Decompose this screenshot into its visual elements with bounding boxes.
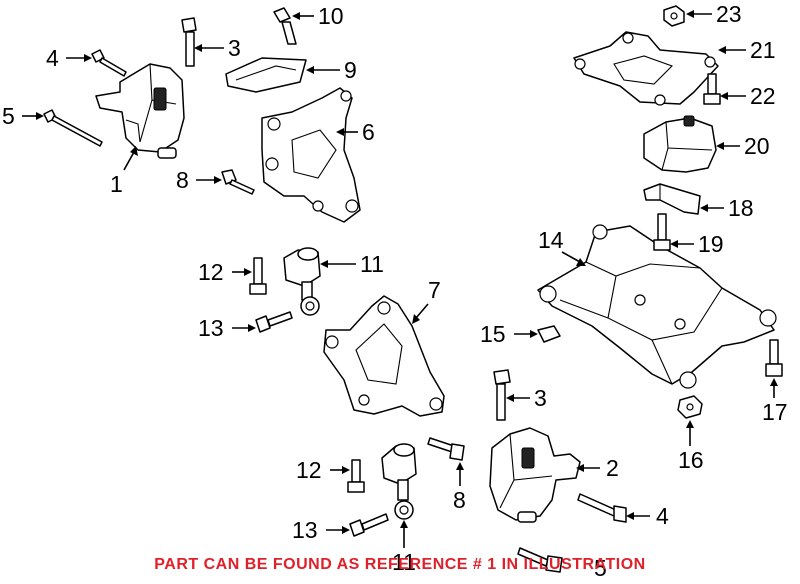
callout-3-upper: 3 <box>228 35 241 61</box>
callout-4-upper: 4 <box>46 45 59 71</box>
torque-link-11-upper <box>283 247 321 316</box>
crossmember-21 <box>573 31 719 106</box>
bolt-5-upper <box>43 109 103 147</box>
callout-10: 10 <box>318 3 344 29</box>
torque-link-11-lower <box>381 443 417 520</box>
bracket-6 <box>261 87 361 223</box>
callout-9: 9 <box>344 57 357 83</box>
callout-13-lower: 13 <box>292 517 318 543</box>
bolt-3-lower <box>493 369 511 421</box>
callout-4-lower: 4 <box>656 503 669 529</box>
bolt-8-upper <box>221 169 255 195</box>
heat-shield-9 <box>225 57 307 93</box>
bolt-12-upper <box>249 257 267 295</box>
callout-23: 23 <box>716 1 742 27</box>
bolt-19 <box>653 213 671 251</box>
callout-6: 6 <box>362 119 375 145</box>
engine-mount-upper <box>95 63 185 159</box>
callout-21: 21 <box>750 37 776 63</box>
leader-lines <box>22 10 778 548</box>
callout-8-upper: 8 <box>176 167 189 193</box>
bolt-5-lower <box>517 547 563 573</box>
bolt-3-upper <box>181 17 197 67</box>
bolt-4-upper <box>91 49 127 77</box>
callout-2: 2 <box>606 455 619 481</box>
bolt-8-lower <box>427 437 465 461</box>
bolt-13-lower <box>349 513 389 537</box>
callout-1: 1 <box>110 171 123 197</box>
callout-11-upper: 11 <box>360 251 384 277</box>
callout-17: 17 <box>762 399 788 425</box>
callout-3-lower: 3 <box>534 385 547 411</box>
callout-20: 20 <box>744 133 770 159</box>
engine-mount-lower <box>489 427 581 523</box>
nut-23 <box>663 5 685 27</box>
callout-8-lower: 8 <box>453 487 466 513</box>
mount-20 <box>643 115 717 173</box>
callout-11-lower: 11 <box>392 549 416 575</box>
callout-14: 14 <box>538 227 564 253</box>
bolt-4-lower <box>577 493 627 523</box>
callout-15: 15 <box>480 321 506 347</box>
reference-note: PART CAN BE FOUND AS REFERENCE # 1 IN IL… <box>154 556 646 573</box>
nut-16 <box>677 395 703 419</box>
callout-19: 19 <box>698 231 724 257</box>
bolt-17 <box>765 339 783 377</box>
bolt-13-upper <box>255 311 293 333</box>
bolt-10 <box>273 7 297 45</box>
bracket-18 <box>643 183 701 215</box>
bracket-7 <box>323 295 445 417</box>
bolt-22 <box>703 73 721 105</box>
callout-5-lower: 5 <box>594 555 607 581</box>
callout-labels: 1 2 3 3 4 4 5 5 6 7 8 8 9 10 11 11 12 12… <box>2 1 788 581</box>
bolt-12-lower <box>347 459 365 493</box>
callout-22: 22 <box>750 83 776 109</box>
callout-7: 7 <box>428 277 441 303</box>
clip-15 <box>537 325 561 343</box>
callout-12-upper: 12 <box>198 259 224 285</box>
callout-12-lower: 12 <box>296 457 322 483</box>
callout-5-upper: 5 <box>2 103 15 129</box>
subframe-14 <box>537 224 777 389</box>
callout-18: 18 <box>728 195 754 221</box>
callout-13-upper: 13 <box>198 315 224 341</box>
callout-16: 16 <box>678 447 704 473</box>
